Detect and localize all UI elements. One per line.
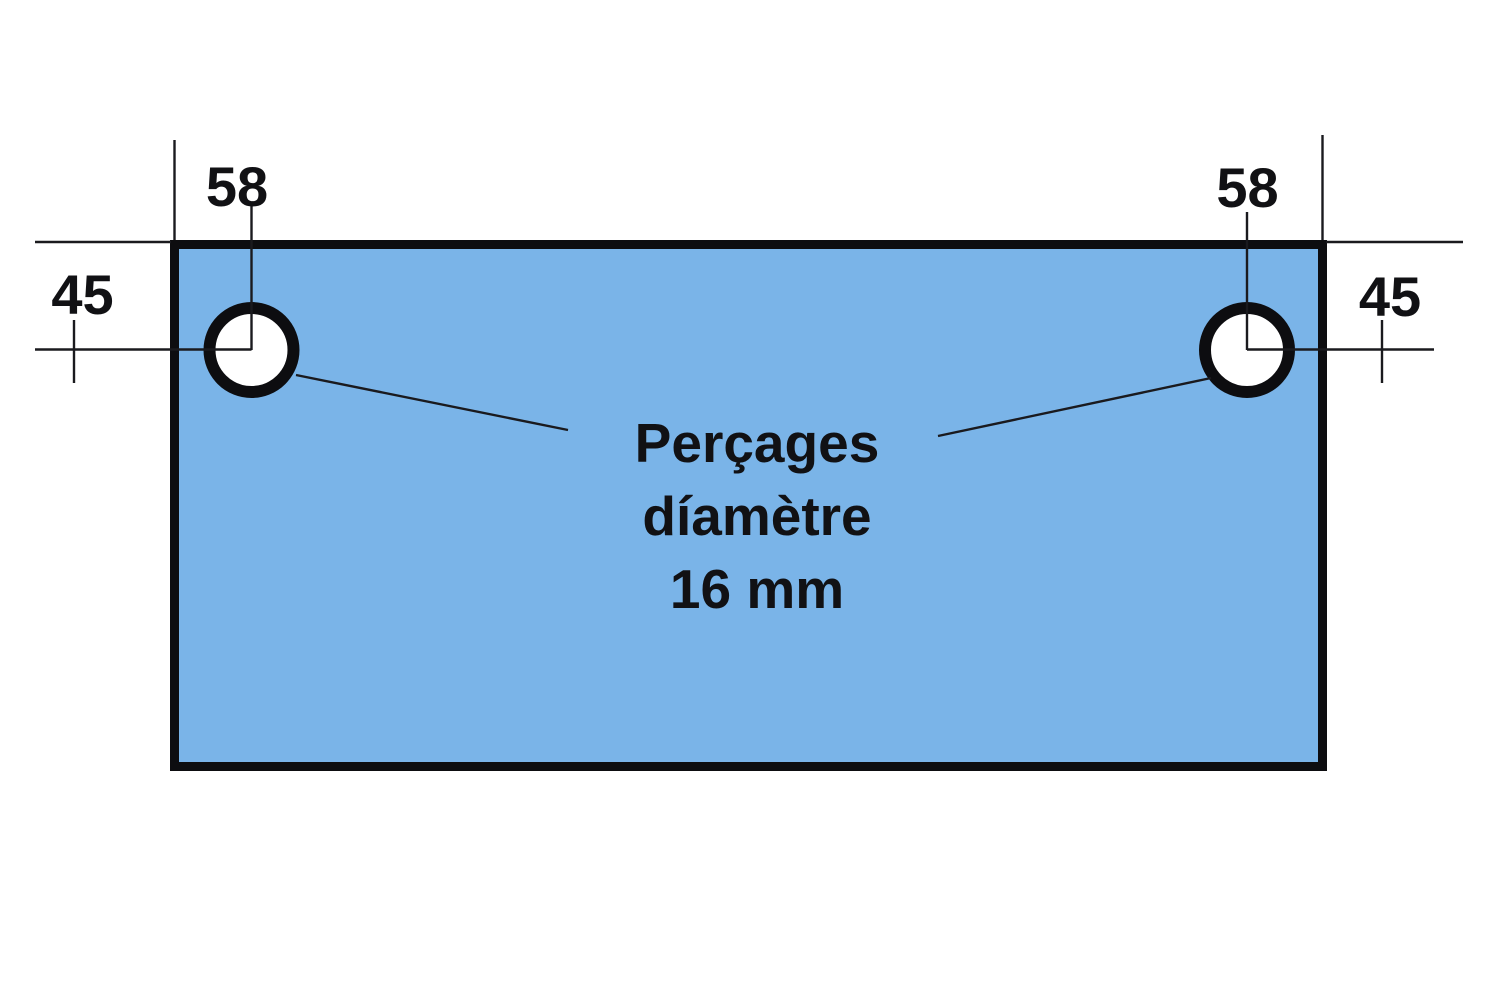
note-line-1: Perçages [635,412,880,474]
dim-label-45-right: 45 [1359,265,1421,328]
dim-label-58-left: 58 [206,155,268,218]
dim-label-45-left: 45 [51,263,113,326]
leader-line-left-hole [295,373,569,432]
note-line-2: díamètre [642,485,871,547]
plate-rectangle [170,240,1327,771]
dim-label-58-right: 58 [1216,156,1278,219]
note-line-3: 16 mm [670,558,844,620]
leader-line-right-hole [937,376,1212,438]
